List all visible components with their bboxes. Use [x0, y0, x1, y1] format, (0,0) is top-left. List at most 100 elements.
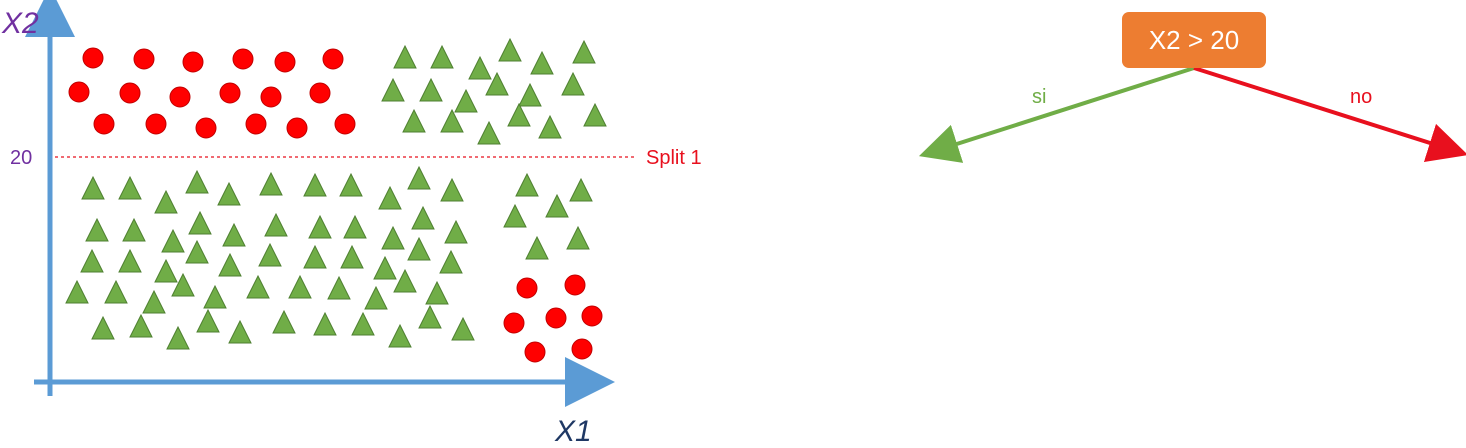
y-tick-label: 20 [10, 147, 32, 169]
triangle-point [196, 308, 220, 333]
triangle-point [122, 217, 146, 242]
data-points [65, 37, 607, 363]
circle-point [564, 274, 586, 296]
triangle-point [203, 284, 227, 309]
triangle-point [327, 275, 351, 300]
no-edge [1193, 66, 1466, 163]
triangle-point [264, 212, 288, 237]
triangle-point [430, 44, 454, 69]
triangle-point [272, 309, 296, 334]
triangle-point [440, 108, 464, 133]
triangle-point [440, 177, 464, 202]
triangle-point [154, 258, 178, 283]
triangle-point [485, 71, 509, 96]
triangle-point [303, 244, 327, 269]
triangle-point [259, 171, 283, 196]
triangle-point [569, 177, 593, 202]
split-label: Split 1 [646, 147, 702, 169]
circle-point [516, 277, 538, 299]
triangle-point [518, 82, 542, 107]
triangle-point [91, 315, 115, 340]
triangle-point [351, 311, 375, 336]
triangle-point [393, 268, 417, 293]
yes-edge-label: si [1032, 86, 1046, 108]
triangle-point [439, 249, 463, 274]
scatter-panel: X2 X1 20 Split 1 [1, 0, 702, 448]
triangle-point [561, 71, 585, 96]
root-node-box [1122, 12, 1266, 68]
triangle-point [538, 114, 562, 139]
triangle-point [303, 172, 327, 197]
triangle-point [185, 169, 209, 194]
triangle-point [373, 255, 397, 280]
triangle-point [407, 165, 431, 190]
circle-point [195, 117, 217, 139]
circle-point [145, 113, 167, 135]
triangle-point [525, 235, 549, 260]
triangle-point [364, 285, 388, 310]
circle-point [245, 113, 267, 135]
triangle-point [530, 50, 554, 75]
triangle-point [118, 175, 142, 200]
circle-point [309, 82, 331, 104]
circle-point [182, 51, 204, 73]
triangle-point [381, 225, 405, 250]
triangle-point [188, 210, 212, 235]
circle-point [286, 117, 308, 139]
triangle-point [507, 102, 531, 127]
triangle-point [343, 214, 367, 239]
circle-point [82, 47, 104, 69]
triangle-point [228, 319, 252, 344]
triangle-point [393, 44, 417, 69]
triangle-point [402, 108, 426, 133]
triangle-point [468, 55, 492, 80]
triangle-point [411, 205, 435, 230]
triangle-point [388, 323, 412, 348]
triangle-point [340, 244, 364, 269]
triangle-point [339, 172, 363, 197]
triangle-point [407, 236, 431, 261]
triangle-point [454, 88, 478, 113]
triangle-point [258, 242, 282, 267]
triangle-point [80, 248, 104, 273]
triangle-point [425, 280, 449, 305]
triangle-point [65, 279, 89, 304]
circle-point [274, 51, 296, 73]
circle-point [524, 341, 546, 363]
triangle-point [381, 77, 405, 102]
triangle-point [545, 193, 569, 218]
triangle-point [498, 37, 522, 62]
triangle-point [118, 248, 142, 273]
circle-point [545, 307, 567, 329]
triangle-point [515, 172, 539, 197]
triangle-point [444, 219, 468, 244]
circle-point [581, 305, 603, 327]
triangle-point [503, 203, 527, 228]
y-axis-label: X2 [1, 7, 39, 40]
circle-point [68, 81, 90, 103]
triangle-point [129, 313, 153, 338]
root-node-label: X2 > 20 [1149, 25, 1239, 55]
circle-point [571, 338, 593, 360]
triangle-point [288, 274, 312, 299]
triangle-point [217, 181, 241, 206]
triangle-point [185, 239, 209, 264]
x-axis-label: X1 [554, 415, 592, 448]
triangle-point [308, 214, 332, 239]
circle-point [232, 48, 254, 70]
circle-point [93, 113, 115, 135]
triangle-point [154, 189, 178, 214]
triangle-point [418, 304, 442, 329]
triangle-point [419, 77, 443, 102]
circle-point [133, 48, 155, 70]
circle-point [334, 113, 356, 135]
triangle-point [451, 316, 475, 341]
triangle-point [566, 225, 590, 250]
triangle-point [313, 311, 337, 336]
circle-point [219, 82, 241, 104]
circle-point [322, 48, 344, 70]
triangle-point [142, 289, 166, 314]
triangle-point [246, 274, 270, 299]
triangle-point [171, 272, 195, 297]
